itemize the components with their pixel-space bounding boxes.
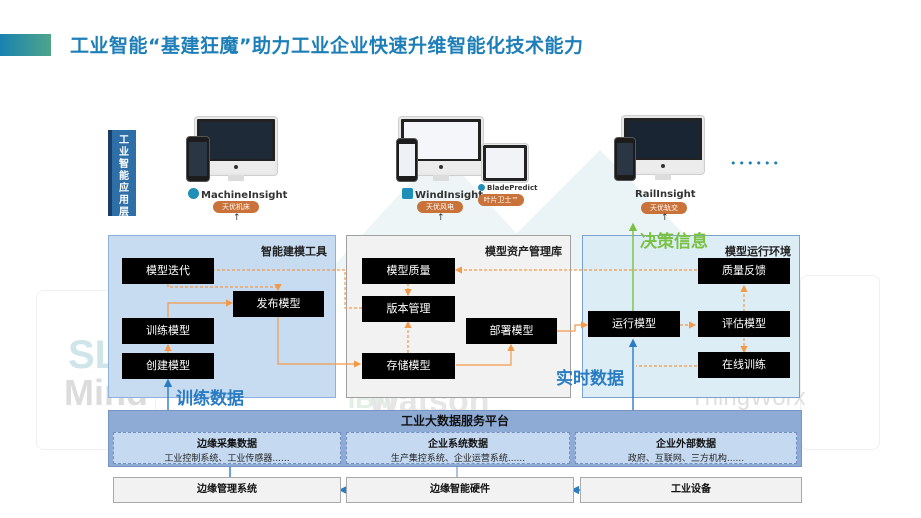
application-layer-label: 工 业 智 能 应 用 层 [108,130,136,218]
source-desc: 工业控制系统、工业传感器...... [164,454,290,464]
source-external-data: 企业外部数据 政府、互联网、三方机构...... [575,432,797,464]
platform-title: 工业大数据服务平台 [400,414,509,428]
product-windinsight: WindInsight [402,188,483,201]
source-desc: 生产集控系统、企业运营系统...... [390,454,526,464]
node-model-quality: 模型质量 [362,258,455,284]
up-arrow-icon: ↑ [661,213,669,223]
node-create-model: 创建模型 [122,353,214,379]
panel-title: 智能建模工具 [261,245,327,258]
source-title: 企业系统数据 [428,439,488,450]
machineinsight-logo-icon [188,188,199,199]
layer-label-char: 应 [119,183,129,194]
node-publish-model: 发布模型 [233,291,324,317]
label-realtime-data: 实时数据 [556,369,624,389]
up-arrow-icon: ↑ [233,213,241,223]
source-title: 边缘采集数据 [197,439,257,450]
windinsight-logo-icon [402,188,413,199]
node-store-model: 存储模型 [362,353,455,379]
product-tag-wind: 天优风电 [417,201,463,213]
title-accent-bar [0,34,51,56]
railinsight-monitor-image [622,116,704,174]
background-frame-right [800,275,880,450]
more-products-indicator: •••••• [730,157,781,170]
source-desc: 政府、互联网、三方机构...... [627,454,745,464]
machineinsight-phone-image [186,136,210,182]
node-model-iterate: 模型迭代 [122,258,214,284]
layer-label-char: 智 [119,159,129,170]
product-bladepredict: BladePredict [478,184,537,192]
monitor-stand [433,175,449,181]
up-arrow-icon: ↑ [437,213,445,223]
layer-label-char: 业 [119,147,129,158]
label-decision-info: 决策信息 [640,232,708,252]
product-name: MachineInsight [201,190,288,201]
big-data-platform: 工业大数据服务平台 边缘采集数据 工业控制系统、工业传感器...... 企业系统… [108,410,802,467]
source-edge-data: 边缘采集数据 工业控制系统、工业传感器...... [113,432,341,464]
node-online-training: 在线训练 [698,352,790,378]
node-quality-feedback: 质量反馈 [698,258,790,284]
panel-title: 模型运行环境 [725,245,791,258]
layer-label-char: 能 [119,171,129,182]
bladepredict-laptop-image [482,144,528,182]
node-evaluate-model: 评估模型 [698,311,790,337]
node-run-model: 运行模型 [588,311,680,337]
product-tag-blade: 叶片卫士™ [478,194,524,206]
product-tag-rail: 天优轨交 [641,202,687,214]
layer-label-char: 工 [119,135,129,146]
node-version-mgmt: 版本管理 [362,296,455,322]
layer-label-char: 层 [119,207,129,218]
node-deploy-model: 部署模型 [466,318,557,344]
product-tag-machine: 天优机床 [213,201,259,213]
edge-management-system: 边缘管理系统 [113,477,341,503]
monitor-stand [228,175,244,181]
product-name: WindInsight [415,190,484,201]
source-enterprise-data: 企业系统数据 生产集控系统、企业运营系统...... [346,432,570,464]
railinsight-phone-image [614,137,636,181]
panel-title: 模型资产管理库 [485,245,562,258]
monitor-stand [655,174,671,180]
page-title: 工业智能“基建狂魔”助力工业企业快速升维智能化技术能力 [70,35,584,57]
product-railinsight: RailInsight [635,189,696,200]
source-title: 企业外部数据 [656,439,716,450]
product-machineinsight: MachineInsight [188,188,287,201]
product-name: BladePredict [487,184,538,192]
label-training-data: 训练数据 [176,389,244,409]
layer-label-char: 用 [119,195,129,206]
node-train-model: 训练模型 [122,318,214,344]
industrial-equipment: 工业设备 [580,477,802,503]
bladepredict-logo-icon [478,184,485,191]
edge-smart-hardware: 边缘智能硬件 [346,477,574,503]
windinsight-phone-image [396,138,418,182]
